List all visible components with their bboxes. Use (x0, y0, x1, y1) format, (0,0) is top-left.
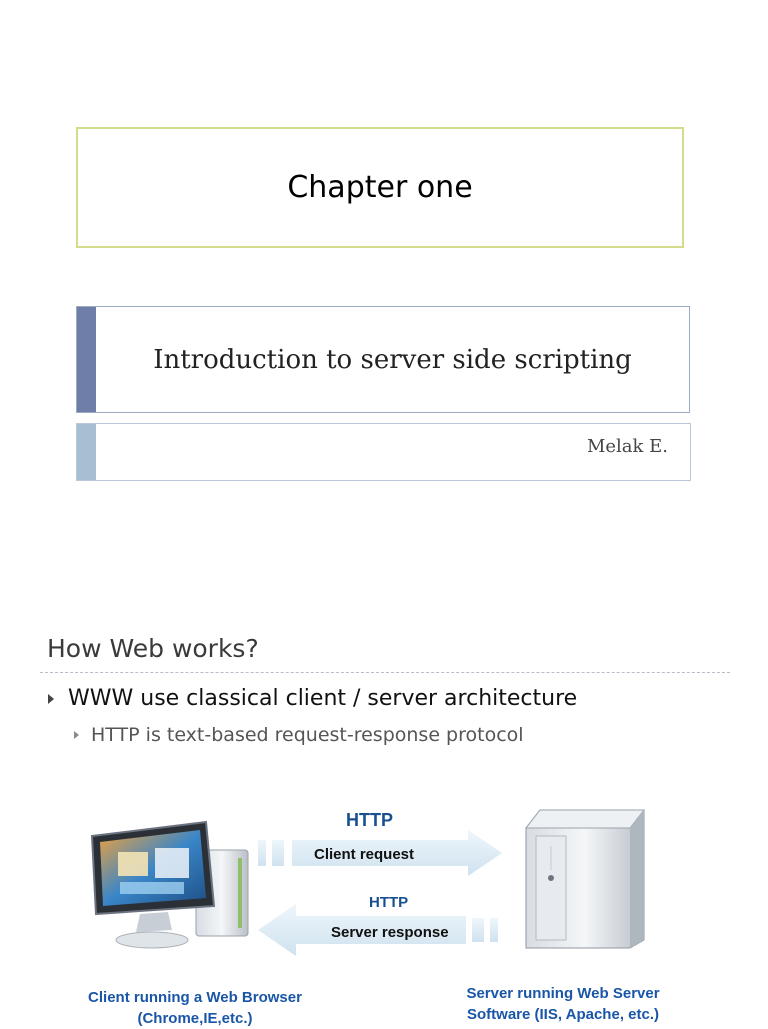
client-server-diagram (90, 809, 646, 956)
server-response-label: Server response (331, 924, 449, 941)
title-divider (40, 672, 730, 673)
request-arrow (258, 830, 502, 876)
server-tower-icon (524, 809, 646, 949)
author-box: Melak E. (76, 423, 691, 481)
response-arrow (258, 904, 498, 956)
title-slide: Chapter one Introduction to server side … (76, 127, 691, 481)
bullet-item: WWW use classical client / server archit… (48, 686, 577, 711)
presentation-title: Introduction to server side scripting (153, 344, 632, 375)
how-web-works-slide: How Web works? WWW use classical client … (0, 600, 768, 1027)
chapter-heading-box: Chapter one (76, 127, 684, 248)
server-caption: Server running Web Server Software (IIS,… (438, 983, 688, 1025)
request-protocol-label: HTTP (346, 810, 393, 830)
sub-bullet-triangle-icon (74, 731, 79, 739)
client-caption-line2: (Chrome,IE,etc.) (137, 1010, 253, 1027)
title-accent-bar (77, 307, 96, 412)
response-protocol-label: HTTP (369, 894, 409, 911)
desktop-computer-icon (90, 820, 249, 949)
client-caption-line1: Client running a Web Browser (88, 989, 302, 1006)
server-caption-line1: Server running Web Server (466, 985, 660, 1002)
author-name: Melak E. (586, 436, 668, 457)
client-request-label: Client request (314, 846, 415, 863)
bullet-text: WWW use classical client / server archit… (68, 686, 578, 711)
sub-bullet-item: HTTP is text-based request-response prot… (74, 724, 524, 746)
bullet-triangle-icon (48, 693, 54, 704)
chapter-heading: Chapter one (287, 170, 473, 205)
slide-title: How Web works? (47, 634, 259, 663)
title-box: Introduction to server side scripting (76, 306, 690, 413)
sub-bullet-text: HTTP is text-based request-response prot… (91, 724, 524, 746)
server-caption-line2: Software (IIS, Apache, etc.) (467, 1006, 659, 1023)
author-accent-bar (77, 424, 96, 480)
client-caption: Client running a Web Browser (Chrome,IE,… (70, 987, 320, 1029)
